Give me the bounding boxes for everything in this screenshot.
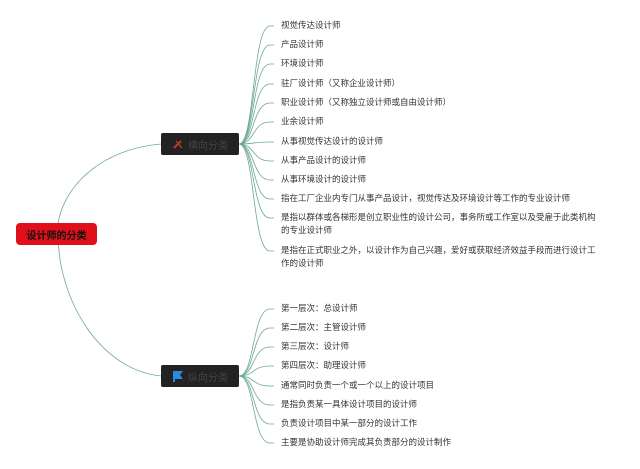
leaf-node[interactable]: 驻厂设计师（又称企业设计师） [281, 79, 401, 89]
leaf-connector [238, 143, 274, 219]
flag-icon [172, 370, 184, 382]
branch-label: 纵向分类 [188, 372, 228, 384]
leaf-connector [238, 121, 274, 145]
root-node[interactable]: 设计师的分类 [16, 223, 97, 245]
leaf-node[interactable]: 从事产品设计的设计师 [281, 156, 367, 166]
leaf-node[interactable]: 从事视觉传达设计的设计师 [281, 137, 384, 147]
branch-label: 横向分类 [188, 140, 228, 152]
leaf-connector [238, 375, 274, 444]
leaf-node[interactable]: 业余设计师 [281, 117, 324, 127]
leaf-node[interactable]: 是指以群体或各梯形是创立职业性的设计公司，事务所或工作室以及受雇于此类机构的专业… [281, 213, 596, 236]
leaf-connector [238, 143, 274, 162]
leaf-connector [238, 375, 274, 406]
branch-vertical-classification[interactable]: 纵向分类 [161, 365, 239, 387]
leaf-node[interactable]: 第四层次：助理设计师 [281, 361, 367, 371]
leaf-connector [238, 141, 274, 145]
leaf-node[interactable]: 第二层次：主管设计师 [281, 323, 367, 333]
leaf-connector [238, 327, 274, 377]
leaf-node[interactable]: 从事环境设计的设计师 [281, 175, 367, 185]
leaf-node[interactable]: 环境设计师 [281, 59, 324, 69]
leaf-connector [238, 102, 274, 145]
leaf-connector [238, 308, 274, 377]
leaf-connector [238, 375, 274, 387]
leaf-node[interactable]: 通常同时负责一个或一个以上的设计项目 [281, 381, 435, 391]
leaf-connector [238, 143, 274, 181]
leaf-node[interactable]: 是指负责某一具体设计项目的设计师 [281, 400, 418, 410]
leaf-node[interactable]: 指在工厂企业内专门从事产品设计，视觉传达及环境设计等工作的专业设计师 [281, 194, 571, 204]
leaf-connector [238, 365, 274, 377]
branch-horizontal-classification[interactable]: 横向分类 [161, 133, 239, 155]
leaf-connector [238, 143, 274, 252]
leaf-node[interactable]: 主要是协助设计师完成其负责部分的设计制作 [281, 438, 452, 448]
leaf-node[interactable]: 是指在正式职业之外，以设计作为自己兴趣，爱好或获取经济效益手段而进行设计工作的设… [281, 246, 596, 269]
leaf-node[interactable]: 负责设计项目中某一部分的设计工作 [281, 419, 418, 429]
tools-icon [172, 138, 184, 150]
root-label: 设计师的分类 [26, 230, 87, 242]
leaf-node[interactable]: 第一层次：总设计师 [281, 304, 358, 314]
leaf-connector [238, 83, 274, 145]
leaf-node[interactable]: 职业设计师（又称独立设计师或自由设计师） [281, 98, 452, 108]
leaf-node[interactable]: 视觉传达设计师 [281, 21, 341, 31]
leaf-connector [238, 25, 274, 145]
leaf-node[interactable]: 产品设计师 [281, 40, 324, 50]
leaf-connector [238, 143, 274, 200]
leaf-connector [238, 346, 274, 377]
leaf-node[interactable]: 第三层次：设计师 [281, 342, 350, 352]
